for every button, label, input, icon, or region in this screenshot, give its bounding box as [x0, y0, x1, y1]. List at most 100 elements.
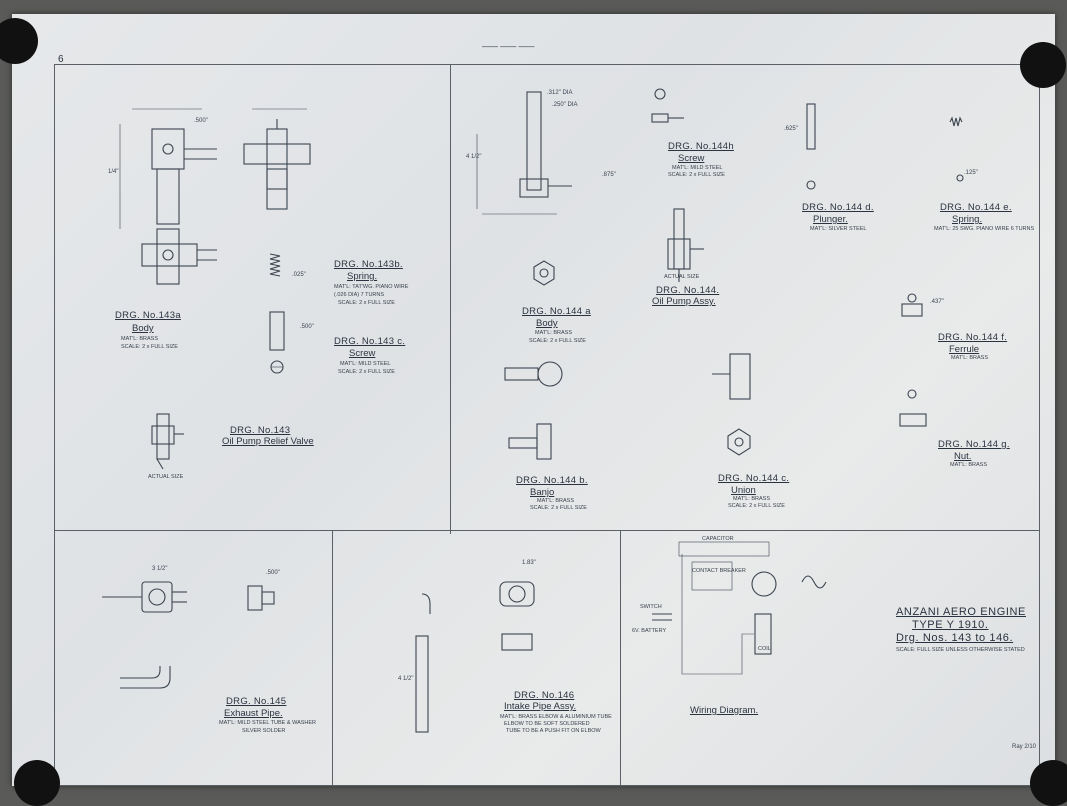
- dim-144e-1: .125": [964, 170, 978, 176]
- drg-143a-matl: MAT'L: BRASS: [121, 336, 159, 342]
- dim-144f-1: .437": [930, 299, 944, 305]
- binder-clip-top-left: [0, 18, 38, 64]
- line-drawings: [102, 88, 964, 733]
- drg-143c-scale: SCALE: 2 x FULL SIZE: [338, 369, 395, 375]
- binder-clip-top-right: [1020, 42, 1066, 88]
- sheet-corner-number: 6: [58, 54, 64, 65]
- drg-143-title: DRG. No.143: [230, 425, 291, 436]
- drg-144f-name: Ferrule: [949, 344, 980, 355]
- wiring-coil: [754, 613, 772, 655]
- dim-144a-1: .312" DIA: [547, 90, 573, 96]
- wiring-battery-label: 6V. BATTERY: [632, 628, 667, 634]
- dim-145-2: .500": [266, 570, 280, 576]
- dim-144a-3: .875": [602, 172, 616, 178]
- wiring-capacitor-box: [678, 541, 770, 557]
- drg-145-matl: MAT'L: MILD STEEL TUBE & WASHER: [219, 720, 317, 726]
- dim-label-3: .025": [292, 272, 306, 278]
- drg-143-name: Oil Pump Relief Valve: [222, 436, 314, 447]
- wiring-coil-label: COIL: [758, 646, 771, 652]
- drg-144-title: DRG. No.144.: [656, 285, 720, 296]
- sheet-top-title: —— —— ——: [482, 42, 535, 51]
- drg-143b-matl: MAT'L: TAT'WG. PIANO WIRE: [334, 284, 409, 290]
- part-144c-union: [729, 353, 751, 400]
- drg-143a-name: Body: [132, 323, 154, 334]
- drg-143c-matl: MAT'L: MILD STEEL: [340, 361, 391, 367]
- wiring-magneto: [751, 571, 777, 597]
- wiring-breaker-label: CONTACT BREAKER: [692, 568, 746, 574]
- dim-146-1: 1.83": [522, 560, 536, 566]
- drg-143c-title: DRG. No.143 c.: [334, 336, 406, 347]
- part-145-bent-pipe: [120, 666, 171, 689]
- title-block-line3: Drg. Nos. 143 to 146.: [896, 632, 1014, 644]
- drawing-frame: [54, 64, 1040, 786]
- drg-144b-scale: SCALE: 2 x FULL SIZE: [530, 505, 587, 511]
- drg-144a-name: Body: [536, 318, 558, 329]
- part-144f-ferrule: [907, 293, 917, 303]
- title-block-line1: ANZANI AERO ENGINE: [896, 606, 1026, 618]
- binder-clip-bottom-right: [1030, 760, 1067, 806]
- drg-143-note: ACTUAL SIZE: [148, 474, 184, 480]
- drg-143b-title: DRG. No.143b.: [334, 259, 403, 270]
- drg-144g-name: Nut.: [954, 451, 972, 462]
- part-144g-nut: [907, 389, 917, 399]
- drg-143a-title: DRG. No.143a: [115, 310, 181, 321]
- drg-144e-title: DRG. No.144 e.: [940, 202, 1012, 213]
- divider-horizontal: [54, 530, 1040, 531]
- drg-144f-title: DRG. No.144 f.: [938, 332, 1008, 343]
- wiring-breaker-box: [691, 561, 733, 591]
- drg-144h-scale: SCALE: 2 x FULL SIZE: [668, 172, 725, 178]
- part-143b-spring: [269, 253, 281, 277]
- part-143a-body-top: [151, 128, 185, 170]
- binder-clip-bottom-left: [14, 760, 60, 806]
- drg-144b-matl: MAT'L: BRASS: [537, 498, 575, 504]
- wiring-capacitor-label: CAPACITOR: [702, 536, 734, 542]
- drg-143a-scale: SCALE: 2 x FULL SIZE: [121, 344, 178, 350]
- part-146-elbow: [421, 593, 431, 614]
- drg-144d-name: Plunger.: [813, 214, 848, 225]
- drg-145-note: SILVER SOLDER: [242, 728, 286, 734]
- drg-144c-matl: MAT'L: BRASS: [733, 496, 771, 502]
- blueprint-sheet: 6 —— —— ——: [12, 14, 1055, 786]
- drg-144a-matl: MAT'L: BRASS: [535, 330, 573, 336]
- title-block-line4: SCALE: FULL SIZE UNLESS OTHERWISE STATED: [896, 647, 1025, 653]
- drg-144a-scale: SCALE: 2 x FULL SIZE: [529, 338, 586, 344]
- drg-143b-note: (.026 DIA) 7 TURNS: [334, 292, 385, 298]
- drg-144e-name: Spring.: [952, 214, 983, 225]
- drg-144f-matl: MAT'L: BRASS: [951, 355, 989, 361]
- drg-144b-title: DRG. No.144 b.: [516, 475, 588, 486]
- drg-144e-matl: MAT'L: 25 SWG. PIANO WIRE 6 TURNS: [934, 226, 1035, 232]
- title-block-line2: TYPE Y 1910.: [912, 619, 989, 631]
- part-143-relief-valve: [156, 413, 170, 460]
- dim-label-4: .500": [300, 324, 314, 330]
- drg-146-note1: ELBOW TO BE SOFT SOLDERED: [504, 721, 590, 727]
- drg-144c-name: Union: [731, 485, 756, 496]
- dim-label-1: .500": [194, 118, 208, 124]
- drg-145-title: DRG. No.145: [226, 696, 287, 707]
- part-144h-screw-head: [654, 88, 666, 100]
- dim-144a-2: .250" DIA: [552, 102, 578, 108]
- drg-143b-name: Spring.: [347, 271, 378, 282]
- part-144a-tall-body: [526, 91, 542, 191]
- drg-144h-title: DRG. No.144h: [668, 141, 734, 152]
- signature: Ray 2/10: [1012, 744, 1037, 750]
- divider-vertical-bottom-left: [332, 530, 333, 786]
- part-143a-port: [162, 143, 174, 155]
- part-143c-screw: [269, 311, 285, 351]
- drg-144d-matl: MAT'L: SILVER STEEL: [810, 226, 867, 232]
- part-144a-hex: [533, 260, 555, 286]
- part-143a-bottom-view: [156, 228, 180, 285]
- drg-144-name: Oil Pump Assy.: [652, 296, 716, 307]
- drg-144h-matl: MAT'L: MILD STEEL: [672, 165, 723, 171]
- drg-146-matl: MAT'L: BRASS ELBOW & ALUMINIUM TUBE: [500, 714, 612, 720]
- wiring-switch-label: SWITCH: [640, 604, 662, 610]
- part-144d-plunger: [806, 103, 816, 150]
- divider-vertical-bottom-right: [620, 530, 621, 786]
- drg-144b-name: Banjo: [530, 487, 555, 498]
- part-146-tube: [415, 635, 429, 733]
- part-145-flange: [141, 581, 173, 613]
- part-144e-spring: [949, 116, 963, 127]
- dim-146-2: 4 1/2": [398, 676, 414, 682]
- part-146-flange: [499, 581, 535, 607]
- wiring-diagram-title: Wiring Diagram.: [690, 705, 759, 716]
- drg-144g-title: DRG. No.144 g.: [938, 439, 1010, 450]
